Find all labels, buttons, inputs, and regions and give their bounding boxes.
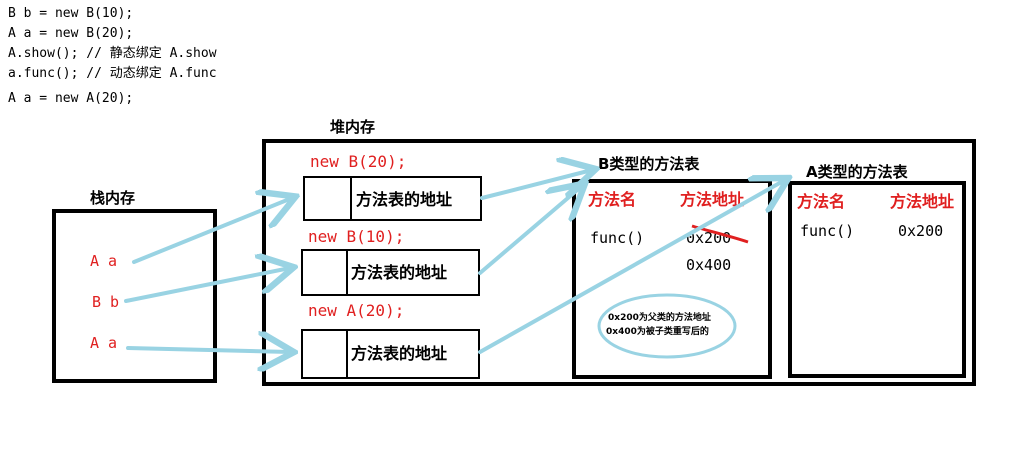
table-b-addr-new: 0x400 — [686, 256, 731, 274]
heap-object-label: new B(20); — [310, 152, 406, 171]
table-b-col-name: 方法名 — [588, 190, 636, 209]
code-line-1: B b = new B(10); — [8, 6, 133, 21]
code-block: B b = new B(10); A a = new B(20); A.show… — [8, 6, 217, 106]
object-cell: 方法表的地址 — [356, 190, 452, 209]
note-line-2: 0x400为被子类重写后的 — [606, 325, 709, 337]
arrow-stack3-to-obj3 — [126, 348, 290, 352]
code-line-4: a.func(); // 动态绑定 A.func — [8, 66, 217, 81]
note-line-1: 0x200为父类的方法地址 — [608, 311, 711, 323]
code-line-5: A a = new A(20); — [8, 91, 133, 106]
table-a-title: A类型的方法表 — [806, 163, 909, 181]
object-box — [303, 176, 482, 221]
strike-mark — [691, 224, 749, 244]
heap-object-label: new A(20); — [308, 301, 404, 320]
stack-box — [52, 209, 217, 383]
table-b-method: func() — [590, 229, 644, 247]
object-cell: 方法表的地址 — [351, 263, 447, 282]
table-a-col-name: 方法名 — [797, 192, 845, 211]
heap-object-label: new B(10); — [308, 227, 404, 246]
table-a-method: func() — [800, 222, 854, 240]
object-cell: 方法表的地址 — [351, 344, 447, 363]
note-ellipse — [597, 293, 737, 359]
object-box — [301, 329, 480, 379]
table-a-addr: 0x200 — [898, 222, 943, 240]
stack-title: 栈内存 — [90, 189, 135, 207]
arrows — [124, 170, 785, 354]
stack-var-1: A a — [90, 252, 117, 270]
heap-object-3: new A(20); 方法表的地址 — [301, 301, 480, 379]
table-b-title: B类型的方法表 — [598, 155, 700, 173]
code-line-3: A.show(); // 静态绑定 A.show — [8, 46, 217, 61]
arrow-stack2-to-obj2 — [124, 268, 290, 303]
table-a-col-addr: 方法地址 — [890, 192, 954, 211]
heap-title: 堆内存 — [330, 118, 375, 136]
arrow-obj3-to-tablea — [478, 180, 785, 354]
stack-var-3: A a — [90, 334, 117, 352]
table-b-box — [572, 179, 772, 379]
table-a-box — [788, 181, 966, 378]
code-line-2: A a = new B(20); — [8, 26, 133, 41]
arrow-stack1-to-obj1 — [132, 198, 292, 264]
arrow-obj2-to-tableb — [478, 186, 582, 275]
heap-object-2: new B(10); 方法表的地址 — [301, 227, 480, 296]
table-b-col-addr: 方法地址 — [680, 190, 744, 209]
arrow-obj1-to-tableb — [480, 170, 592, 200]
stack-var-2: B b — [92, 293, 119, 311]
heap-object-1: new B(20); 方法表的地址 — [303, 152, 482, 221]
